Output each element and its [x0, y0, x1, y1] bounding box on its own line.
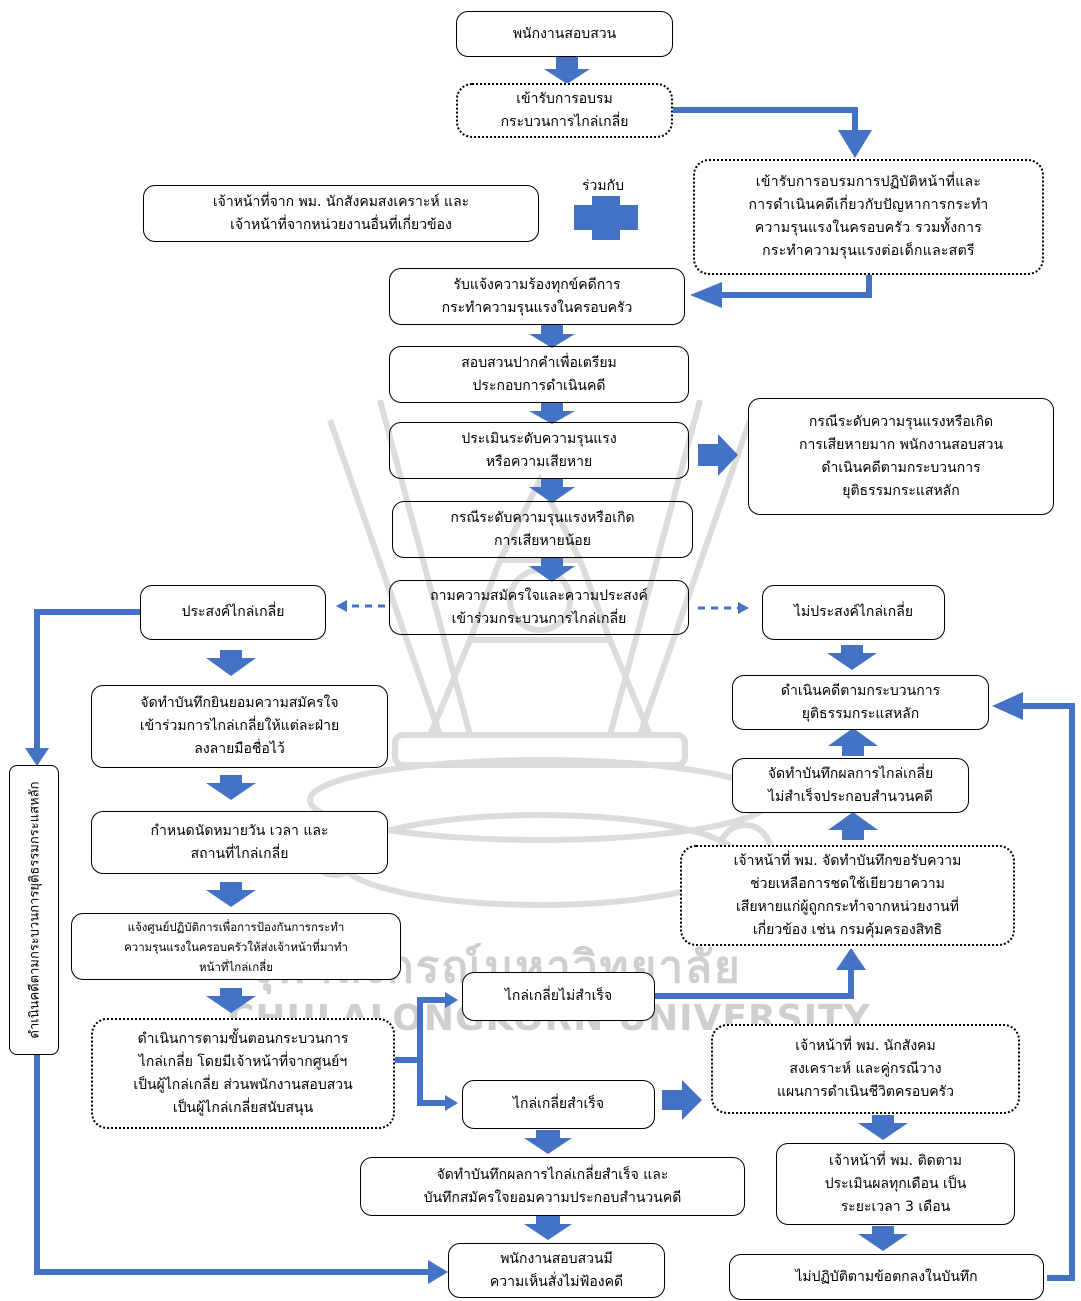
node-no-prosecution: พนักงานสอบสวนมี ความเห็นสั่งไม่ฟ้องคดี [448, 1243, 665, 1298]
arrow-right-1 [698, 434, 738, 476]
arrow-down-2 [529, 325, 575, 348]
arrow-down-7 [206, 775, 256, 800]
arrow-down-12 [827, 645, 877, 670]
arrow-down-10 [524, 1130, 572, 1154]
side-label-text: ดำเนินคดีตามกระบวนการยุติธรรมกระแสหลัก [27, 781, 43, 1039]
node-investigator: พนักงานสอบสวน [456, 11, 673, 57]
plus-icon [574, 196, 638, 240]
node-non-compliance: ไม่ปฏิบัติตามข้อตกลงในบันทึก [729, 1254, 1044, 1300]
node-not-wish-mediate: ไม่ประสงค์ไกล่เกลี่ย [762, 585, 945, 640]
node-mediation-failed: ไกล่เกลี่ยไม่สำเร็จ [462, 972, 655, 1021]
node-success-record: จัดทำบันทึกผลการไกล่เกลี่ยสำเร็จ และ บัน… [360, 1157, 745, 1216]
node-schedule: กำหนดนัดหมายวัน เวลา และ สถานที่ไกล่เกลี… [91, 811, 388, 874]
node-wish-mediate: ประสงค์ไกล่เกลี่ย [140, 585, 326, 640]
node-mediation-training: เข้ารับการอบรม กระบวนการไกล่เกลี่ย [456, 83, 673, 138]
node-mainstream-prosecute: ดำเนินคดีตามกระบวนการ ยุติธรรมกระแสหลัก [732, 675, 989, 730]
node-notify-center: แจ้งศูนย์ปฏิบัติการเพื่อการป้องกันการกระ… [71, 913, 401, 980]
node-ask-consent: ถามความสมัครใจและความประสงค์ เข้าร่วมกระ… [389, 580, 689, 635]
node-assess: ประเมินระดับความรุนแรง หรือความเสียหาย [389, 422, 689, 479]
node-follow-up: เจ้าหน้าที่ พม. ติดตาม ประเมินผลทุกเดือน… [776, 1143, 1015, 1225]
arrow-down-8 [206, 882, 256, 907]
node-conduct: ดำเนินการตามขั้นตอนกระบวนการ ไกล่เกลี่ย … [91, 1018, 395, 1129]
arrow-down-11 [524, 1216, 572, 1240]
arrow-down-3 [529, 403, 575, 424]
arrow-down-4 [529, 479, 575, 503]
node-failed-record: จัดทำบันทึกผลการไกล่เกลี่ย ไม่สำเร็จประก… [732, 758, 969, 813]
arrow-up-1 [828, 728, 878, 756]
node-receive-complaint: รับแจ้งความร้องทุกข์คดีการ กระทำความรุนแ… [389, 268, 685, 325]
node-consent-record: จัดทำบันทึกยินยอมความสมัครใจ เข้าร่วมการ… [91, 685, 388, 768]
node-minor-case: กรณีระดับความรุนแรงหรือเกิด การเสียหายน้… [392, 501, 693, 558]
arrow-down-14 [858, 1226, 908, 1251]
label-together-with: ร่วมกับ [582, 178, 624, 194]
arrow-down-1 [544, 56, 590, 84]
node-officials: เจ้าหน้าที่จาก พม. นักสังคมสงเคราะห์ และ… [143, 185, 539, 242]
arrow-up-2 [828, 812, 878, 840]
arrow-down-6 [206, 650, 256, 676]
node-duty-training: เข้ารับการอบรมการปฏิบัติหน้าที่และ การดำ… [693, 159, 1044, 275]
arrow-right-2 [662, 1080, 702, 1120]
arrow-down-5 [529, 558, 575, 582]
node-mediation-success: ไกล่เกลี่ยสำเร็จ [462, 1080, 655, 1129]
node-severe-case: กรณีระดับความรุนแรงหรือเกิด การเสียหายมา… [748, 398, 1054, 515]
arrow-down-13 [858, 1115, 908, 1140]
node-family-plan: เจ้าหน้าที่ พม. นักสังคม สงเคราะห์ และคู… [711, 1024, 1020, 1114]
node-request-assistance: เจ้าหน้าที่ พม. จัดทำบันทึกขอรับความ ช่ว… [680, 845, 1015, 946]
node-interrogate: สอบสวนปากคำเพื่อเตรียม ประกอบการดำเนินคด… [389, 346, 689, 403]
side-label-mainstream: ดำเนินคดีตามกระบวนการยุติธรรมกระแสหลัก [9, 765, 59, 1055]
arrow-down-9 [206, 988, 256, 1013]
